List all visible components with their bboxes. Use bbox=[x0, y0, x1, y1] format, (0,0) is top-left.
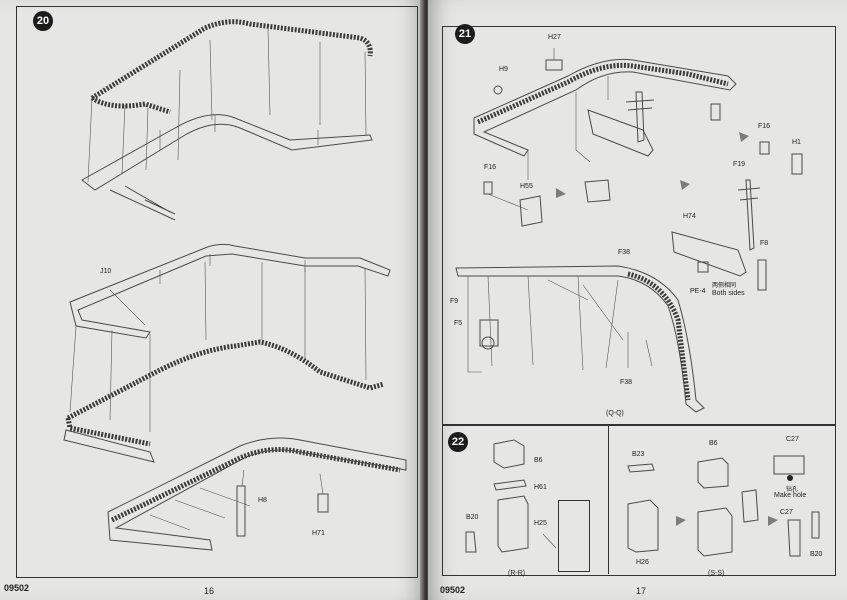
label-c27-a: C27 bbox=[786, 436, 799, 443]
step-20-badge: 20 bbox=[33, 11, 53, 31]
catalog-number-right: 09502 bbox=[440, 585, 466, 595]
label-f9: F9 bbox=[450, 298, 459, 305]
label-h74: H74 bbox=[683, 213, 696, 220]
label-f5: F5 bbox=[454, 320, 463, 327]
label-f38-bottom: F38 bbox=[620, 379, 633, 386]
label-f16-b: F16 bbox=[484, 164, 497, 171]
step-21-22-drawing bbox=[455, 48, 820, 557]
label-f19: F19 bbox=[733, 161, 746, 168]
label-pe4: PE-4 bbox=[690, 288, 706, 295]
caption-s-s: (S-S) bbox=[708, 570, 725, 577]
step-22-divider bbox=[608, 424, 609, 574]
label-h8: H8 bbox=[258, 497, 267, 504]
label-h61: H61 bbox=[534, 484, 547, 491]
label-b20-a: B20 bbox=[466, 514, 479, 521]
label-f38-top: F38 bbox=[618, 249, 631, 256]
step-22-badge: 22 bbox=[448, 432, 468, 452]
label-h55: H55 bbox=[520, 183, 533, 190]
label-both-sides-cn: 两侧相同 bbox=[712, 283, 737, 289]
label-b23: B23 bbox=[632, 451, 645, 458]
step-22-frame bbox=[442, 424, 836, 576]
label-f16-a: F16 bbox=[758, 123, 771, 130]
label-b6-a: B6 bbox=[534, 457, 543, 464]
label-b6-b: B6 bbox=[709, 440, 718, 447]
page-number-right: 17 bbox=[636, 586, 647, 596]
label-h26: H26 bbox=[636, 559, 649, 566]
label-both-sides: Both sides bbox=[712, 290, 745, 297]
label-make-hole-cn: 钻孔 bbox=[786, 487, 799, 493]
label-f8: F8 bbox=[760, 240, 769, 247]
label-h1: H1 bbox=[792, 139, 801, 146]
caption-r-r: (R-R) bbox=[508, 570, 526, 577]
catalog-number-left: 09502 bbox=[4, 583, 30, 593]
step-20-drawing bbox=[63, 19, 407, 551]
label-h71: H71 bbox=[312, 530, 325, 537]
label-j10: J10 bbox=[100, 268, 112, 275]
left-page: 20 J10 H8 H71 09502 16 bbox=[0, 0, 424, 600]
step-21-badge: 21 bbox=[455, 24, 475, 44]
step-21-frame bbox=[442, 26, 836, 426]
page-number-left: 16 bbox=[204, 586, 215, 596]
label-b20-b: B20 bbox=[810, 551, 823, 558]
label-h27: H27 bbox=[548, 34, 561, 41]
detail-inset-rr bbox=[558, 500, 590, 572]
label-c27-b: C27 bbox=[780, 509, 793, 516]
right-page: 21 22 bbox=[428, 0, 847, 600]
caption-q-q: (Q-Q) bbox=[606, 410, 624, 417]
label-h9: H9 bbox=[499, 66, 508, 73]
label-h25: H25 bbox=[534, 520, 547, 527]
step-20-frame bbox=[16, 6, 418, 578]
label-make-hole: Make hole bbox=[774, 492, 807, 499]
